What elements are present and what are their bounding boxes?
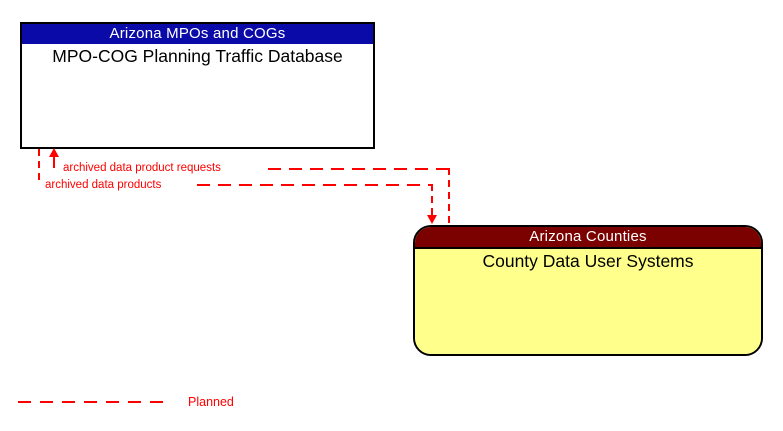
flow-requests-arrow-stem [53,156,55,168]
flow-products-horizontal-line [197,184,433,186]
arrow-up-icon [49,148,59,157]
node-header-title: Arizona Counties [415,227,761,249]
flow-products-start-stub [38,149,40,185]
node-subtitle: MPO-COG Planning Traffic Database [52,46,343,66]
arrow-down-icon [427,215,437,224]
legend-planned-label: Planned [188,395,234,409]
legend-planned-line-sample [18,401,168,403]
node-arizona-counties: Arizona Counties County Data User System… [413,225,763,356]
flow-requests-horizontal-line [268,168,450,170]
flow-requests-vertical-line [448,168,450,225]
node-subtitle: County Data User Systems [415,249,761,354]
flow-label-archived-data-product-requests: archived data product requests [63,162,221,174]
node-header-title: Arizona MPOs and COGs [22,24,373,44]
node-arizona-mpos-and-cogs: Arizona MPOs and COGs MPO-COG Planning T… [20,22,375,149]
flow-products-vertical-line [431,184,433,215]
flow-label-archived-data-products: archived data products [45,179,162,191]
